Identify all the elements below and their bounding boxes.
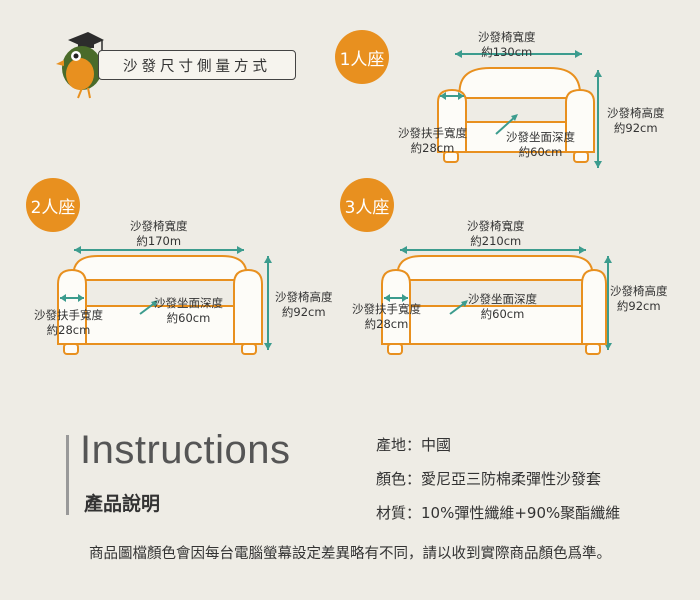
product-info-title: 產品說明 bbox=[84, 493, 161, 515]
sofa-3-seat-diagram bbox=[381, 246, 612, 355]
depth-label-1-seat: 沙發坐面深度約60cm bbox=[506, 130, 575, 159]
badge-2-seat: 2人座 bbox=[26, 178, 80, 232]
arm-label-2-seat: 沙發扶手寬度約28cm bbox=[34, 308, 103, 337]
height-label-3-seat: 沙發椅高度約92cm bbox=[610, 284, 668, 313]
sofa-2-seat-diagram bbox=[57, 246, 272, 355]
arm-label-1-seat: 沙發扶手寬度約28cm bbox=[398, 126, 467, 155]
mascot-bird-icon bbox=[56, 32, 104, 99]
sofa-1-seat-diagram bbox=[437, 50, 602, 168]
badge-1-seat: 1人座 bbox=[335, 30, 389, 84]
height-label-2-seat: 沙發椅高度約92cm bbox=[275, 290, 333, 319]
height-label-1-seat: 沙發椅高度約92cm bbox=[607, 106, 665, 135]
depth-label-3-seat: 沙發坐面深度約60cm bbox=[468, 292, 537, 321]
arm-label-3-seat: 沙發扶手寬度約28cm bbox=[352, 302, 421, 331]
width-label-3-seat: 沙發椅寬度約210cm bbox=[467, 219, 525, 248]
depth-label-2-seat: 沙發坐面深度約60cm bbox=[154, 296, 223, 325]
spec-material: 材質：10%彈性纖維+90%聚酯纖維 bbox=[376, 504, 621, 522]
width-label-1-seat: 沙發椅寬度約130cm bbox=[478, 30, 536, 59]
width-label-2-seat: 沙發椅寬度約170m bbox=[130, 219, 188, 248]
badge-3-seat: 3人座 bbox=[340, 178, 394, 232]
instructions-divider bbox=[66, 435, 69, 515]
spec-color: 顏色：愛尼亞三防棉柔彈性沙發套 bbox=[376, 470, 602, 488]
color-disclaimer: 商品圖檔顏色會因每台電腦螢幕設定差異略有不同，請以收到實際商品顏色爲準。 bbox=[89, 546, 611, 562]
section-title: 沙發尺寸側量方式 bbox=[98, 50, 296, 80]
instructions-title: Instructions bbox=[80, 428, 291, 472]
spec-origin: 產地：中國 bbox=[376, 436, 452, 454]
